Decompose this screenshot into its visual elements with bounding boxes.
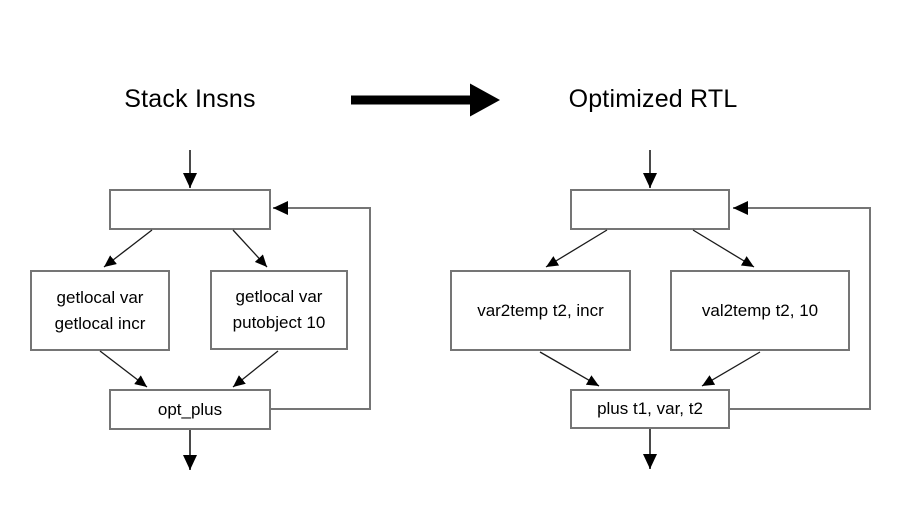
left-branch-right-node: getlocal var putobject 10 — [210, 270, 348, 350]
right-merge-node: plus t1, var, t2 — [570, 389, 730, 429]
left-merge-node: opt_plus — [109, 389, 271, 430]
left-edge-branch-left-to-merge — [99, 350, 148, 388]
right-edge-branch-left-to-merge — [539, 351, 600, 387]
right-edge-branch-right-to-merge — [701, 351, 761, 387]
right-edge-entry-to-branch-right — [692, 229, 755, 268]
right-branch-right-node: val2temp t2, 10 — [670, 270, 850, 351]
left-diagram-title: Stack Insns — [124, 85, 256, 113]
transform-arrow-icon — [351, 83, 500, 117]
left-edge-entry-to-branch-right — [232, 229, 268, 268]
right-diagram-title: Optimized RTL — [568, 85, 738, 113]
left-branch-left-node: getlocal var getlocal incr — [30, 270, 170, 351]
right-entry-node — [570, 189, 730, 230]
node-label-line: getlocal incr — [54, 313, 146, 333]
node-label-line: plus t1, var, t2 — [597, 399, 703, 418]
node-label-line: val2temp t2, 10 — [701, 300, 819, 320]
right-edge-entry-to-branch-left — [545, 229, 608, 268]
node-label-line: var2temp t2, incr — [477, 300, 604, 320]
node-label-line: getlocal var — [56, 287, 144, 307]
left-edge-entry-to-branch-left — [103, 229, 153, 268]
node-label-line: putobject 10 — [232, 313, 326, 332]
left-entry-node — [109, 189, 271, 230]
left-edge-branch-right-to-merge — [232, 350, 279, 388]
node-label-line: getlocal var — [235, 287, 323, 306]
right-branch-left-node: var2temp t2, incr — [450, 270, 631, 351]
node-label-line: opt_plus — [157, 399, 223, 419]
